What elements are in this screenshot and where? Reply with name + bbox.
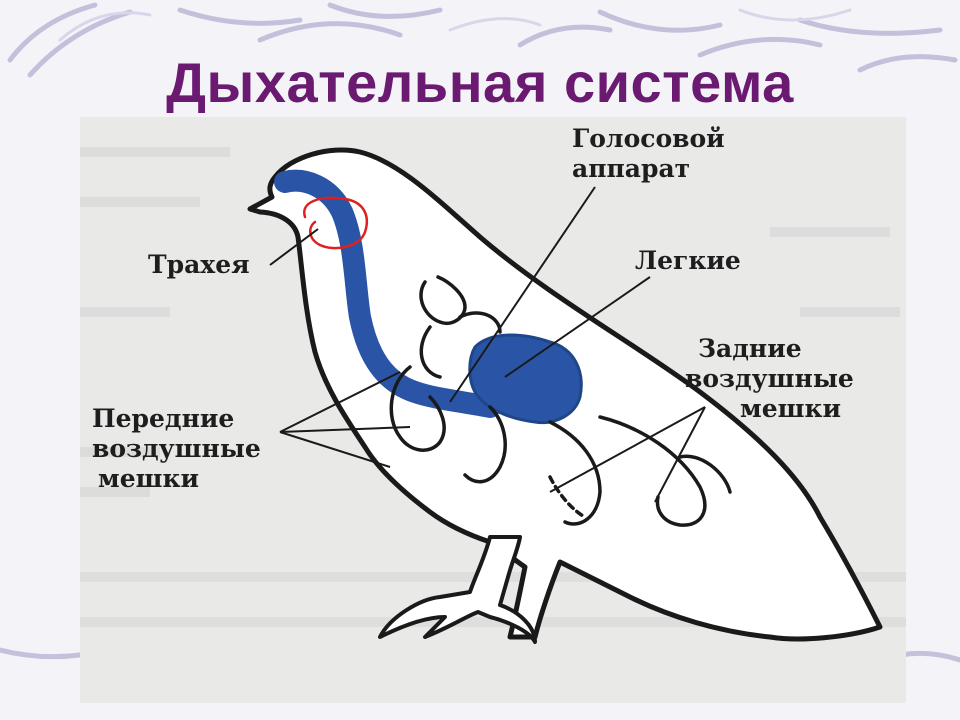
- label-anterior-air-sacs-line1: Передние: [92, 404, 234, 433]
- air-sacs: [389, 275, 732, 527]
- lungs-shape: [468, 333, 583, 425]
- label-anterior-air-sacs-line3: мешки: [98, 464, 199, 493]
- leader-lines: [269, 186, 706, 503]
- label-anterior-air-sacs-line2: воздушные: [92, 434, 261, 463]
- bird-respiratory-diagram: Голосовой аппарат Трахея Легкие Задние в…: [80, 117, 906, 703]
- diagram-canvas: Голосовой аппарат Трахея Легкие Задние в…: [80, 124, 906, 644]
- label-posterior-air-sacs-line3: мешки: [740, 394, 841, 423]
- label-posterior-air-sacs-line2: воздушные: [685, 364, 854, 393]
- label-vocal-apparatus-line2: аппарат: [572, 154, 690, 183]
- highlight-circle: [303, 196, 369, 250]
- label-lungs: Легкие: [635, 246, 741, 275]
- label-posterior-air-sacs-line1: Задние: [698, 334, 802, 363]
- slide-title: Дыхательная система: [166, 51, 794, 114]
- label-trachea: Трахея: [148, 250, 250, 279]
- bird-feet: [378, 535, 537, 644]
- label-vocal-apparatus-line1: Голосовой: [572, 124, 725, 153]
